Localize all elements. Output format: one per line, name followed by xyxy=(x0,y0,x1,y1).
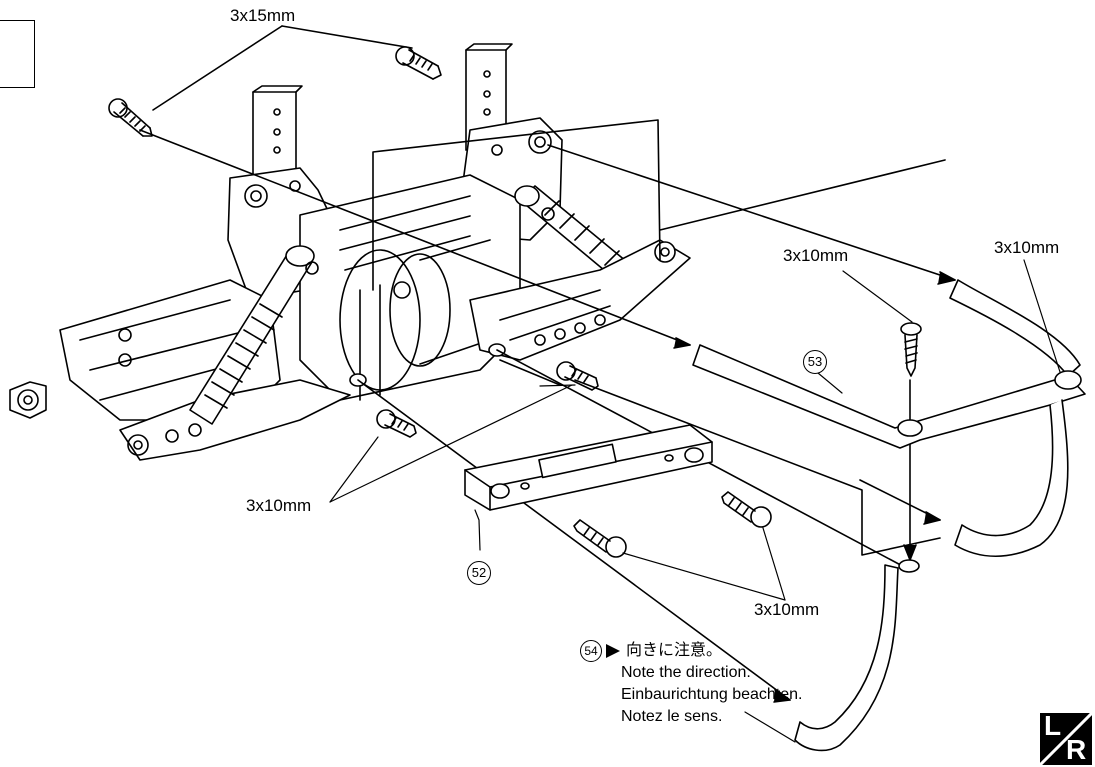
screw-3x10-chassis-1 xyxy=(556,361,599,391)
label-3x10mm-far-right: 3x10mm xyxy=(994,238,1060,257)
note-japanese: 向きに注意。 xyxy=(626,642,723,659)
label-leaders xyxy=(329,259,1061,743)
chassis-body xyxy=(9,43,691,461)
lr-badge-right: R xyxy=(1066,734,1087,765)
bumper-bar xyxy=(692,279,1086,752)
part-number-54: 54 xyxy=(580,640,602,662)
assembly-paths xyxy=(139,119,956,703)
lr-badge-left: L xyxy=(1044,710,1062,741)
bumper-mount-plate xyxy=(464,424,713,511)
screw-3x15-right xyxy=(395,46,442,80)
note-french: Notez le sens. xyxy=(621,708,723,725)
label-3x10mm-left: 3x10mm xyxy=(246,496,312,515)
screw-3x10-plate-2 xyxy=(721,491,772,528)
arrow-pointer-icon xyxy=(606,644,620,658)
part-number-53: 53 xyxy=(803,350,827,374)
screw-3x15-left xyxy=(108,98,153,137)
note-german: Einbaurichtung beachten. xyxy=(621,686,803,703)
direction-note: 54 向きに注意。 Note the direction. Einbaurich… xyxy=(580,640,802,728)
shock-absorber-left xyxy=(189,245,319,425)
part-number-52: 52 xyxy=(467,561,491,585)
label-3x10mm-right: 3x10mm xyxy=(783,246,849,265)
label-3x10mm-bottom: 3x10mm xyxy=(754,600,820,619)
note-english: Note the direction. xyxy=(621,664,751,681)
screw-3x10-chassis-2 xyxy=(376,409,417,438)
step-number-box xyxy=(0,20,35,88)
lr-badge: L R xyxy=(1040,710,1092,765)
leader-lines-3x15 xyxy=(152,25,413,111)
label-3x15mm: 3x15mm xyxy=(230,6,296,25)
screw-3x10-plate-1 xyxy=(573,519,627,558)
screw-3x10-vertical xyxy=(900,322,922,377)
